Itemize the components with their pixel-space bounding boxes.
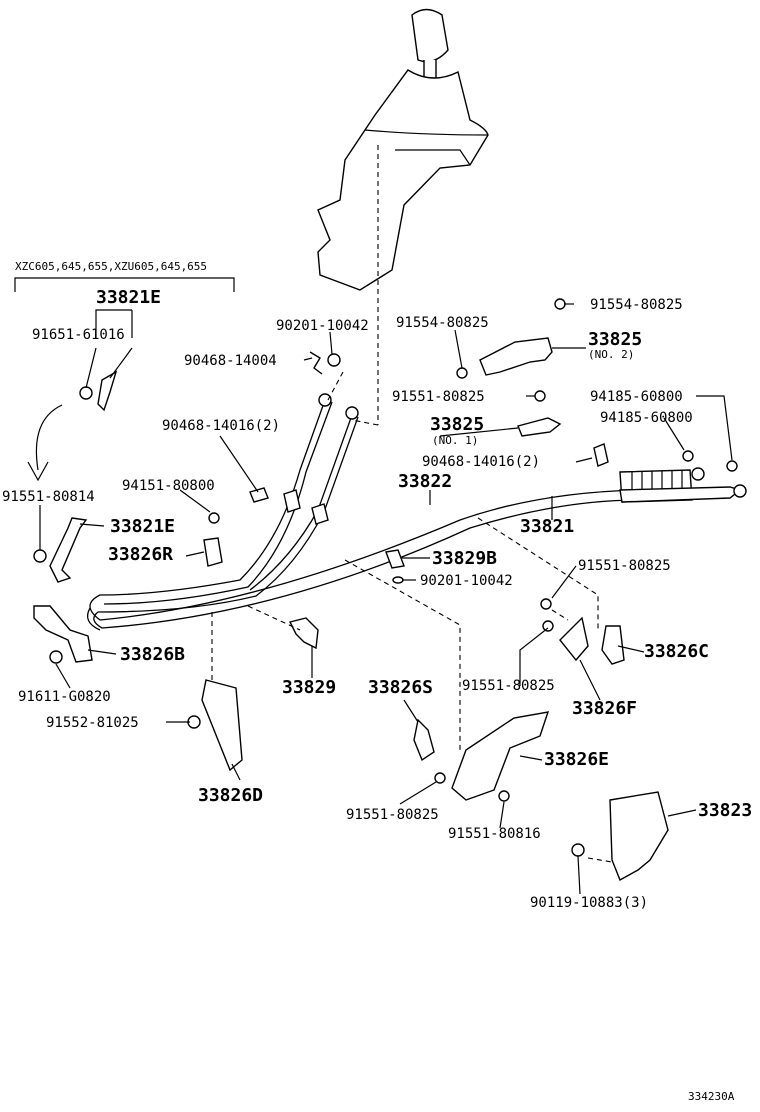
label-33826F: 33826F [572,698,637,719]
label-94185-60800-a: 94185-60800 [590,389,683,405]
label-33829B: 33829B [432,548,497,569]
label-91554-80825-a: 91554-80825 [590,297,683,313]
label-33823: 33823 [698,800,752,821]
label-33825-no1-sub: (NO. 1) [432,434,478,447]
label-91551-80814: 91551-80814 [2,489,95,505]
label-91551-80816: 91551-80816 [448,826,541,842]
label-33826R: 33826R [108,544,173,565]
shift-boot [317,69,489,291]
label-91552-81025: 91552-81025 [46,715,139,731]
bolt-icon [79,386,93,400]
variant-note: XZC605,645,655,XZU605,645,655 [15,260,207,273]
label-33826S: 33826S [368,677,433,698]
label-91611-G0820: 91611-G0820 [18,689,111,705]
label-33821E-mid: 33821E [110,516,175,537]
leader-lines [39,303,733,895]
label-90468-14016-b: 90468-14016(2) [422,454,540,470]
label-91651-61016: 91651-61016 [32,327,125,343]
label-33822: 33822 [398,471,452,492]
label-33825-no1: 33825 [430,414,484,435]
cable-icon [86,393,747,631]
part-labels: 33821E 91651-61016 90201-10042 91554-808… [2,287,752,1103]
figure-id: 334230A [688,1090,735,1103]
clip-icon [97,370,118,412]
label-91551-80825-a: 91551-80825 [392,389,485,405]
label-33821E-top: 33821E [96,287,161,308]
label-91551-80825-c: 91551-80825 [462,678,555,694]
shift-knob-icon [411,8,449,63]
label-91551-80825-b: 91551-80825 [578,558,671,574]
label-33821: 33821 [520,516,574,537]
label-33829: 33829 [282,677,336,698]
hardware-parts [33,298,738,881]
label-33825-no2-sub: (NO. 2) [588,348,634,361]
label-33826C: 33826C [644,641,709,662]
label-94151-80800: 94151-80800 [122,478,215,494]
label-33826B: 33826B [120,644,185,665]
alignment-lines [27,371,613,863]
label-90201-10042-mid: 90201-10042 [420,573,513,589]
label-90468-14004: 90468-14004 [184,353,277,369]
label-33826E: 33826E [544,749,609,770]
label-91554-80825-b: 91554-80825 [396,315,489,331]
shift-lever-assembly [317,8,489,426]
label-90119-10883: 90119-10883(3) [530,895,648,911]
label-94185-60800-b: 94185-60800 [600,410,693,426]
variant-bracket [14,277,235,292]
label-90468-14016-a: 90468-14016(2) [162,418,280,434]
label-91551-80825-d: 91551-80825 [346,807,439,823]
bracket-icon [479,337,553,376]
label-33826D: 33826D [198,785,263,806]
nut-icon [682,450,694,462]
label-33825-no2: 33825 [588,329,642,350]
washer-icon [327,353,341,367]
label-90201-10042-top: 90201-10042 [276,318,369,334]
